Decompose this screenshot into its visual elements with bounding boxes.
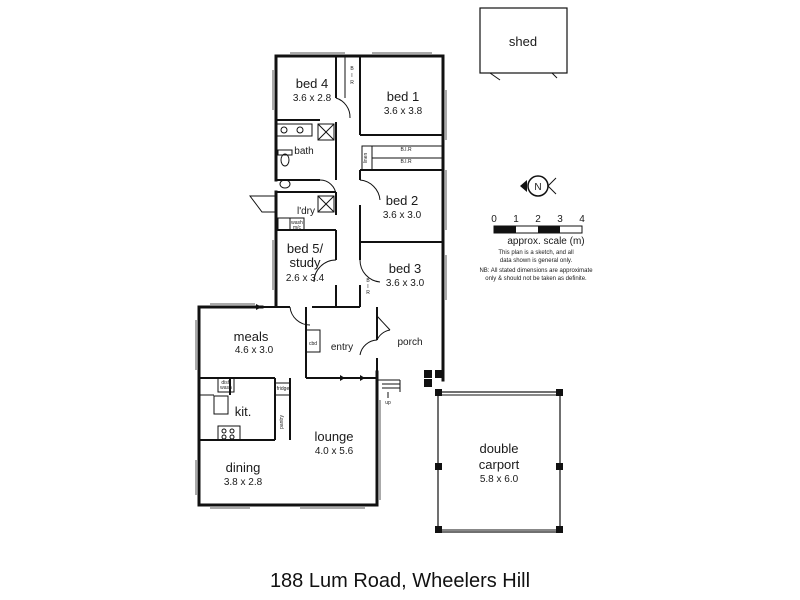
lounge-dims: 4.0 x 5.6 — [315, 446, 354, 457]
carport-dims: 5.8 x 6.0 — [480, 474, 519, 485]
carport: double carport 5.8 x 6.0 — [435, 389, 563, 533]
scale-bar: 0 1 2 3 4 approx. scale (m) This plan is… — [479, 214, 593, 282]
fixtures — [199, 60, 373, 441]
linen-label: linen — [363, 153, 369, 164]
meals-dims: 4.6 x 3.0 — [235, 345, 274, 356]
mc-label: m/c — [293, 225, 302, 231]
address-title: 188 Lum Road, Wheelers Hill — [270, 570, 530, 592]
bed3-dims: 3.6 x 3.0 — [386, 278, 425, 289]
bir-label-2: B.I.R — [400, 159, 412, 165]
windows — [195, 52, 447, 509]
lounge-label: lounge — [314, 429, 353, 444]
meals-label: meals — [234, 329, 269, 344]
bed3-label: bed 3 — [389, 261, 422, 276]
bed5-label: bed 5/ — [287, 241, 324, 256]
bir-bed4-i: I — [351, 73, 352, 79]
dining-label: dining — [226, 460, 261, 475]
scale-tick-3: 3 — [557, 214, 563, 225]
bir-label-1: B.I.R — [400, 147, 412, 153]
bir-bed4-r: R — [350, 80, 354, 86]
room-labels: bed 4 3.6 x 2.8 bed 1 3.6 x 3.8 bath l'd… — [224, 76, 425, 488]
bed2-label: bed 2 — [386, 193, 419, 208]
compass-n: N — [534, 182, 541, 193]
bed2-dims: 3.6 x 3.0 — [383, 210, 422, 221]
scale-tick-4: 4 — [579, 214, 585, 225]
scale-label: approx. scale (m) — [507, 236, 584, 247]
shed: shed — [479, 7, 568, 81]
bed4-dims: 3.6 x 2.8 — [293, 93, 332, 104]
scale-note-2: data shown is general only. — [500, 258, 573, 264]
bed5-dims: 2.6 x 3.4 — [286, 273, 325, 284]
porch-steps — [256, 304, 443, 398]
carport-label-1: double — [479, 441, 518, 456]
fixture-labels: B.I.R B.I.R B I R B I R linen wash m/c c… — [220, 66, 412, 429]
cbd-label: cbd — [309, 341, 317, 347]
scale-tick-2: 2 — [535, 214, 541, 225]
bir-bed3-b: B — [366, 278, 370, 284]
ldry-label: l'dry — [297, 206, 315, 217]
bir-bed3-i: I — [367, 284, 368, 290]
scale-note-4: only & should not be taken as definite. — [485, 276, 587, 282]
up-label: up — [385, 400, 391, 406]
dining-dims: 3.8 x 2.8 — [224, 477, 263, 488]
bed1-dims: 3.6 x 3.8 — [384, 106, 423, 117]
bir-bed4-b: B — [350, 66, 354, 72]
north-compass: N — [520, 175, 557, 197]
bed4-label: bed 4 — [296, 76, 329, 91]
bath-label: bath — [294, 146, 313, 157]
pantry-label: pantry — [279, 415, 285, 429]
study-label: study — [289, 255, 321, 270]
scale-tick-1: 1 — [513, 214, 519, 225]
bir-bed3-r: R — [366, 290, 370, 296]
kit-label: kit. — [235, 404, 252, 419]
scale-note-1: This plan is a sketch, and all — [498, 250, 573, 256]
fridge-label: fridge — [277, 386, 290, 392]
dish-wash-label: wash — [220, 385, 232, 391]
scale-note-3: NB: All stated dimensions are approximat… — [479, 268, 593, 274]
wash-label: wash — [291, 220, 303, 226]
dish-label: dish — [221, 380, 230, 386]
scale-tick-0: 0 — [491, 214, 497, 225]
porch-label: porch — [397, 337, 422, 348]
entry-label: entry — [331, 342, 353, 353]
bed1-label: bed 1 — [387, 89, 420, 104]
shed-label: shed — [509, 34, 537, 49]
exterior-walls — [197, 54, 445, 507]
carport-label-2: carport — [479, 457, 520, 472]
